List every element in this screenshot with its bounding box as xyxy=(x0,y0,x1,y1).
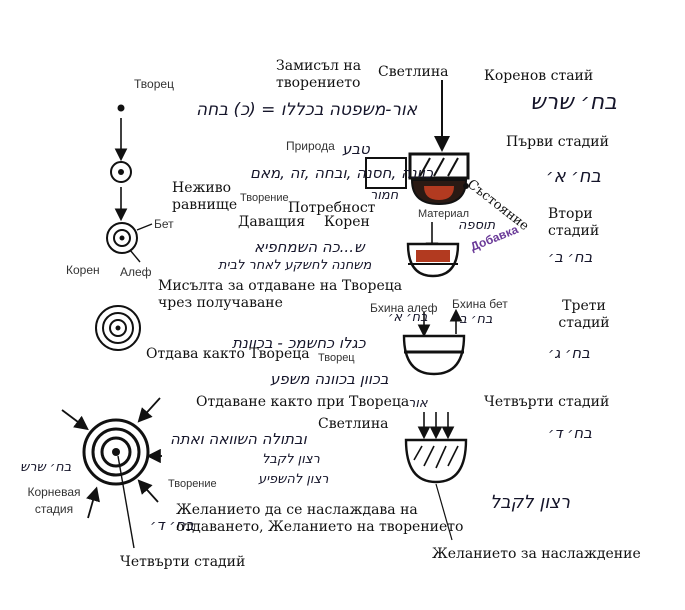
vessel-third-bowl xyxy=(402,334,466,376)
box-row2-left xyxy=(365,157,407,189)
rings-three-core xyxy=(115,325,121,331)
label-light-top: Светлина xyxy=(378,64,449,80)
vessel-top-hatch xyxy=(419,157,459,177)
label-alef: Алеф xyxy=(120,265,152,279)
rings-three-inner xyxy=(109,319,127,337)
hw-row4-main: כגלו כחשמכ - בכוונת xyxy=(232,334,366,352)
hw-addition-heb: תוספה xyxy=(458,218,496,233)
hw-row2-main: כוונה ,חסנה ,ובחה ,זה ,מאם xyxy=(250,164,433,182)
label-creator-small: Творец xyxy=(318,352,355,364)
label-aspect-bet: Бхина бет xyxy=(452,297,508,311)
label-thought-receiving: Мисълта за отдаване на Твореца чрез полу… xyxy=(158,278,403,311)
label-desire-enjoy-giving: Желанието да се наслаждава на отдаването… xyxy=(176,502,464,535)
label-creation-small: Творение xyxy=(240,192,289,204)
rings-three-mid xyxy=(102,312,134,344)
rings-four-core xyxy=(112,448,120,456)
label-second-stage: Втори стадий xyxy=(548,206,600,239)
creator-dot xyxy=(117,104,125,112)
hw-row6-d: בח׳ ד׳ xyxy=(150,516,194,534)
label-need: Потребност xyxy=(288,200,376,216)
hw-row6-e: רצון לקבל xyxy=(490,492,571,513)
rings-four-ring2 xyxy=(91,427,141,477)
state-dot xyxy=(463,183,469,189)
label-root-left: Корен xyxy=(66,263,100,277)
vessel-fourth-hatch xyxy=(413,445,459,469)
label-creation-bottom: Творение xyxy=(168,478,217,490)
label-creation-plan: Замисъл на творението xyxy=(276,58,362,91)
arrow-in-top-right xyxy=(137,397,161,423)
rings-four-ring3 xyxy=(100,436,132,468)
vessel-fourth-bowl xyxy=(404,438,468,484)
vessel-top-material xyxy=(424,186,454,200)
label-desire-pleasure: Желанието за наслаждение xyxy=(432,546,641,562)
single-circle-outer xyxy=(110,161,132,183)
label-bet: Бет xyxy=(154,217,174,231)
hw-row1-main: אור-משפטה בכללו = (כ) בחה xyxy=(196,100,417,120)
label-giving-like-creator: Отдаване както при Твореца xyxy=(196,394,410,410)
hw-row2-under: חמור xyxy=(370,188,399,203)
hw-row6-a: ובתולה השוואה ואתה xyxy=(170,430,307,448)
label-inanimate: Неживо равнище xyxy=(172,180,238,213)
label-root: Корен xyxy=(324,214,370,230)
label-first-stage: Първи стадий xyxy=(506,134,609,150)
label-nature: Природа xyxy=(286,139,335,153)
leader-desire-pleasure xyxy=(435,483,453,541)
hw-fourth-heb: בח׳ ד׳ xyxy=(548,424,592,442)
hw-row6-b: רצון לקבל xyxy=(262,452,320,467)
arrow-in-bottom-left xyxy=(86,486,100,519)
hw-row6-label: בח׳ שרש xyxy=(20,460,72,475)
hw-third-heb: בח׳ ג׳ xyxy=(548,344,590,362)
hw-first-heb: בח׳ א׳ xyxy=(546,166,601,187)
hw-second-heb: בח׳ ב׳ xyxy=(548,248,593,266)
label-gives-like-creator: Отдава както Твореца xyxy=(146,346,310,362)
hw-row5-main: בכוון בכוונה משפע xyxy=(270,370,389,388)
hw-light-heb: אור xyxy=(408,396,428,411)
rings-two-outer xyxy=(106,222,138,254)
rings-two-inner xyxy=(113,229,131,247)
pointer-bet xyxy=(136,223,153,231)
label-root-stage-bottom: Корневая стадия xyxy=(27,485,81,516)
arrow-in-bottom-right xyxy=(137,479,159,503)
label-light-bottom: Светлина xyxy=(318,416,389,432)
hw-third-a: בח׳ א׳ xyxy=(388,310,428,325)
pointer-alef xyxy=(129,249,141,263)
label-aspect-alef: Бхина алеф xyxy=(370,301,438,315)
hw-root-heb: בח׳ שרש xyxy=(530,90,617,115)
label-material: Материал xyxy=(418,208,469,220)
hw-row6-c: רצון להשפיע xyxy=(258,472,329,487)
rings-two-core xyxy=(119,235,125,241)
label-fourth-stage-bottom: Четвърти стадий xyxy=(120,554,246,570)
hw-row2-left: טבע xyxy=(342,140,370,158)
hw-row3-a: ש...כה השמחפיא xyxy=(254,238,365,256)
label-root-stage: Коренов стаий xyxy=(484,68,594,84)
arrow-in-top-left xyxy=(61,409,89,431)
label-fourth-stage-right: Четвърти стадий xyxy=(484,394,610,410)
single-circle-core xyxy=(118,169,124,175)
vessel-second-fill xyxy=(416,250,450,262)
hw-third-b: בח׳ ב׳ xyxy=(454,312,493,327)
label-creator: Творец xyxy=(134,77,174,91)
label-third-stage: Трети стадий xyxy=(558,298,610,331)
leader-fourth-stage xyxy=(117,455,135,549)
label-giver: Даващия xyxy=(238,214,306,230)
hw-row3-b: משחנה לחשקע לאחר לבית xyxy=(218,258,372,273)
rings-three-outer xyxy=(95,305,141,351)
